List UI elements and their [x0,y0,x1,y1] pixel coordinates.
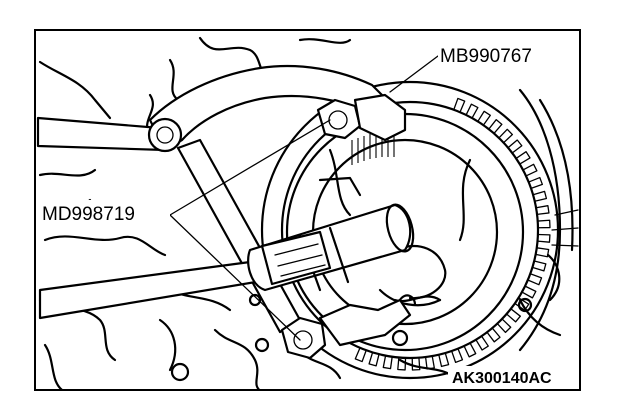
callout-bg-top [438,42,564,66]
belt-tooth [397,356,407,371]
belt-tooth [453,97,466,113]
belt-tooth [424,355,435,370]
camshaft-sprocket [285,112,525,352]
callout-bg-left [40,200,170,224]
belt-tooth [438,352,450,368]
belt-tooth [451,348,464,364]
belt-tooth [505,308,521,323]
belt-tooth [496,318,512,334]
belt-tooth [535,205,550,216]
belt-tooth [463,342,477,358]
callout-leaders [169,55,439,341]
belt-tooth [514,297,530,311]
belt-tooth [498,128,514,144]
belt-tooth [354,347,367,363]
belt-tooth [532,190,548,202]
belt-tooth [537,219,551,229]
belt-tooth [475,335,489,351]
callout-mb990767: MB990767 [440,46,532,67]
timing-belt [260,80,560,380]
belt-tooth [528,176,544,189]
tool-md998719 [38,138,417,360]
sprocket-hatching [351,132,395,165]
belt-tooth [486,327,501,343]
belt-tooth [382,354,393,370]
figure-code-bg [448,366,578,388]
belt-tooth [488,119,503,135]
belt-tooth [534,247,550,258]
belt-tooth [477,110,491,126]
belt-tooth [522,163,538,177]
belt-tooth [411,357,421,371]
figure-code: AK300140AC [452,370,552,387]
callout-md998719: MD998719 [42,204,135,225]
belt-tooth [368,351,380,367]
belt-tooth [507,139,523,154]
belt-tooth [531,260,547,272]
belt-tooth [515,151,531,165]
belt-tooth [465,103,479,119]
belt-tooth [536,233,551,243]
belt-tooth [521,285,537,299]
belt-tooth [527,273,543,286]
tool-mb990767 [36,60,407,212]
